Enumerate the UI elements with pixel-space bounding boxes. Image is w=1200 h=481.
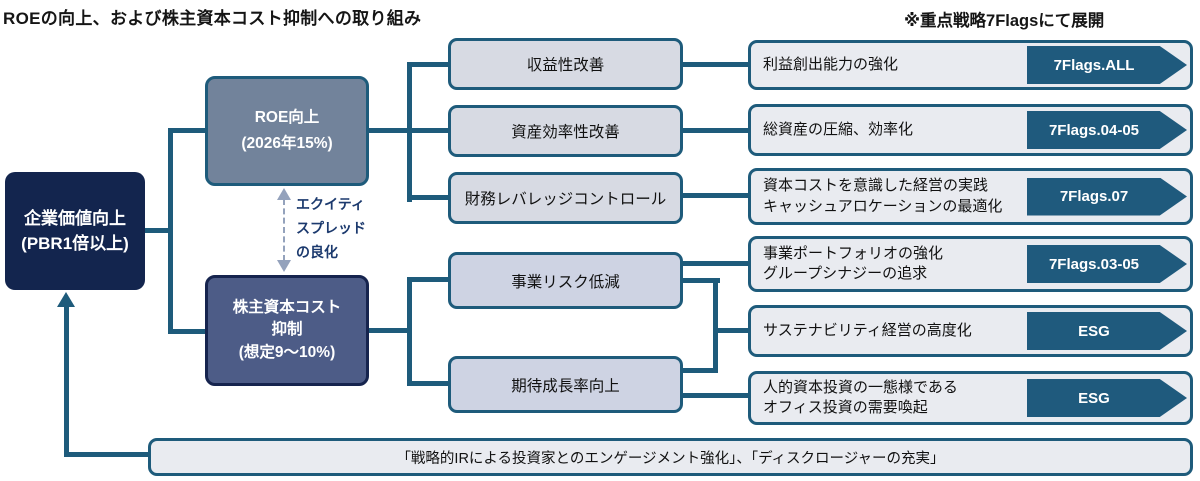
connector-trunk-roe (171, 128, 207, 133)
badge-7flags-07: 7Flags.07 (1027, 177, 1187, 216)
cost-of-equity-box: 株主資本コスト 抑制 (想定9〜10%) (205, 275, 369, 386)
action-row2-line1: 総資産の圧縮、効率化 (763, 120, 914, 138)
connector-stub-profitability (410, 62, 450, 67)
connector-growth-bracket (680, 368, 718, 373)
action-row3-line1: 資本コストを意識した経営の実践 (763, 177, 989, 195)
corporate-value-line1: 企業価値向上 (24, 208, 126, 228)
seven-flags-note: ※重点戦略7Flagsにて展開 (904, 12, 1105, 30)
ir-engagement-label: 「戦略的IRによる投資家とのエンゲージメント強化」、「ディスクロージャーの充実」 (396, 450, 945, 467)
connector-trunk-coe (171, 329, 207, 334)
driver-leverage-box: 財務レバレッジコントロール (448, 172, 683, 224)
connector-coe-trunk (407, 277, 412, 386)
badge-esg-1: ESG (1027, 312, 1187, 350)
action-row5-line1: サステナビリティ経営の高度化 (763, 321, 972, 339)
connector-stub-leverage (410, 195, 450, 200)
driver-leverage-label: 財務レバレッジコントロール (464, 191, 667, 208)
action-row-profit-creation: 利益創出能力の強化 7Flags.ALL (748, 40, 1193, 90)
driver-growth-rate-box: 期待成長率向上 (448, 356, 683, 413)
action-row-asset-compression: 総資産の圧縮、効率化 7Flags.04-05 (748, 104, 1193, 156)
connector-bracket-vertical (713, 278, 718, 373)
coe-line2: 抑制 (271, 321, 303, 339)
coe-line3: (想定9〜10%) (238, 343, 336, 361)
badge-7flags-all: 7Flags.ALL (1027, 46, 1187, 84)
driver-profitability-box: 収益性改善 (448, 38, 683, 90)
connector-row4 (680, 261, 750, 266)
action-row-sustainability: サステナビリティ経営の高度化 ESG (748, 305, 1193, 357)
driver-asset-efficiency-label: 資産効率性改善 (511, 124, 620, 141)
driver-business-risk-box: 事業リスク低減 (448, 252, 683, 309)
page-title: ROEの向上、および株主資本コスト抑制への取り組み (3, 9, 422, 28)
action-row6-line1: 人的資本投資の一態様である (763, 378, 958, 396)
connector-row1 (680, 62, 750, 67)
spread-arrow-down-icon (277, 260, 291, 272)
action-row6-line2: オフィス投資の需要喚起 (763, 399, 928, 416)
ir-engagement-bar: 「戦略的IRによる投資家とのエンゲージメント強化」、「ディスクロージャーの充実」 (148, 438, 1193, 476)
connector-valuebox-trunk (143, 228, 171, 233)
action-row-office-investment: 人的資本投資の一態様である オフィス投資の需要喚起 ESG (748, 371, 1193, 425)
connector-stub-risk (410, 277, 450, 282)
action-row4-line1: 事業ポートフォリオの強化 (763, 244, 944, 262)
badge-7flags-03-05: 7Flags.03-05 (1027, 245, 1187, 283)
feedback-arrowhead-icon (57, 292, 75, 307)
spread-arrow-up-icon (277, 188, 291, 200)
connector-roe-trunk (407, 62, 412, 202)
spread-arrow-dashed-line (283, 199, 285, 261)
equity-spread-line1: エクイティ (296, 196, 365, 212)
corporate-value-box: 企業価値向上 (PBR1倍以上) (5, 172, 145, 290)
driver-business-risk-label: 事業リスク低減 (511, 273, 620, 291)
connector-left-trunk (168, 128, 173, 334)
feedback-loop-horizontal (64, 452, 150, 457)
connector-row2 (680, 128, 750, 133)
action-row3-line2: キャッシュアロケーションの最適化 (763, 197, 1003, 215)
driver-profitability-label: 収益性改善 (526, 57, 605, 74)
equity-spread-label: エクイティ スプレッド の良化 (296, 193, 366, 264)
connector-roe-out (366, 128, 410, 133)
driver-asset-efficiency-box: 資産効率性改善 (448, 105, 683, 157)
driver-growth-rate-label: 期待成長率向上 (511, 377, 620, 395)
roe-line1: ROE向上 (254, 108, 320, 126)
roe-line2: (2026年15%) (241, 135, 333, 152)
connector-risk-bracket (680, 278, 720, 283)
roe-improvement-box: ROE向上 (2026年15%) (205, 76, 369, 186)
connector-stub-growth (410, 381, 450, 386)
action-row-portfolio-synergy: 事業ポートフォリオの強化 グループシナジーの追求 7Flags.03-05 (748, 236, 1193, 292)
connector-stub-asset (410, 128, 450, 133)
corporate-value-line2: (PBR1倍以上) (21, 234, 129, 253)
connector-bracket-row5 (713, 328, 750, 333)
action-row-capital-cost-management: 資本コストを意識した経営の実践 キャッシュアロケーションの最適化 7Flags.… (748, 168, 1193, 225)
feedback-loop-vertical (64, 305, 69, 457)
connector-coe-out (366, 328, 410, 333)
equity-spread-line3: の良化 (296, 243, 338, 260)
equity-spread-line2: スプレッド (296, 219, 366, 236)
badge-esg-2: ESG (1027, 379, 1187, 417)
coe-line1: 株主資本コスト (232, 298, 342, 316)
action-row1-line1: 利益創出能力の強化 (763, 55, 899, 73)
action-row4-line2: グループシナジーの追求 (763, 265, 928, 282)
badge-7flags-04-05: 7Flags.04-05 (1027, 111, 1187, 149)
connector-row3 (680, 193, 750, 198)
connector-row6 (680, 393, 750, 398)
